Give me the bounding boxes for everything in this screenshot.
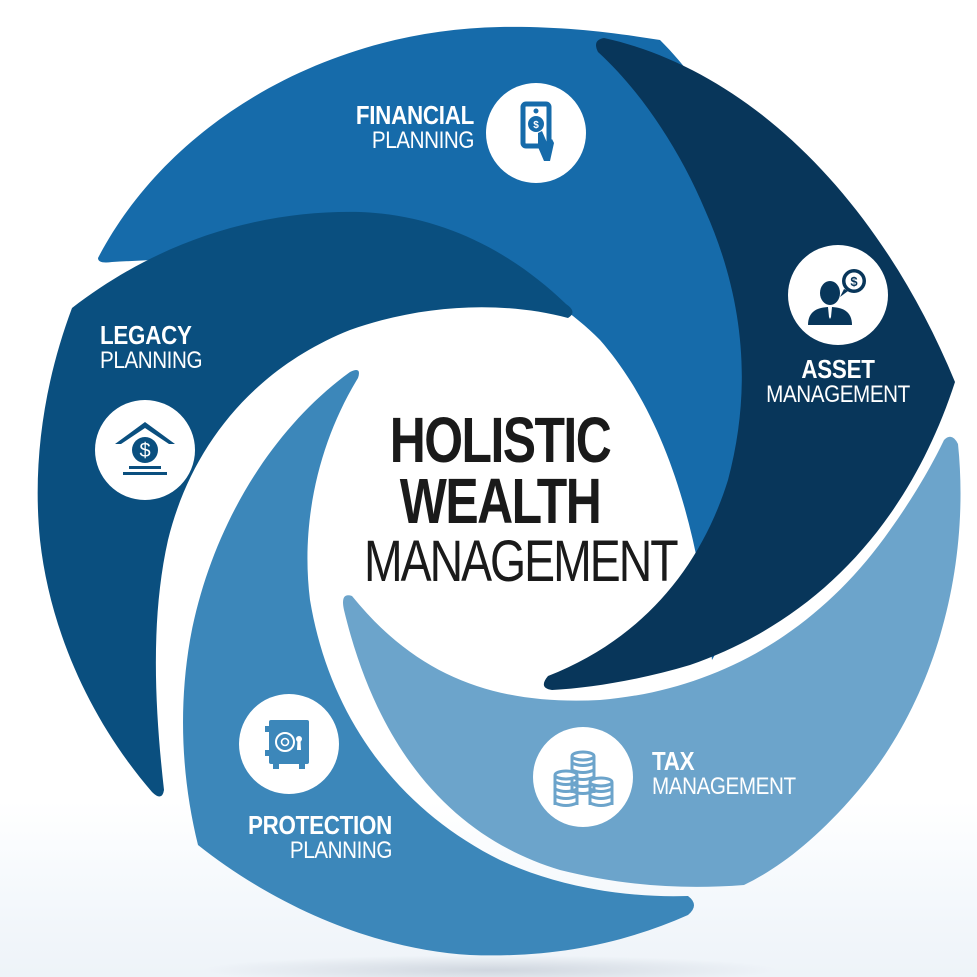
segment-tax-label: TAX MANAGEMENT — [652, 748, 832, 799]
financial-title: FINANCIAL — [355, 100, 474, 130]
tax-title: TAX — [652, 746, 695, 776]
center-title: HOLISTIC WEALTH MANAGEMENT — [330, 404, 679, 594]
protection-subtitle: PLANNING — [289, 837, 393, 864]
center-title-line3: MANAGEMENT — [364, 528, 679, 594]
protection-icon-badge — [239, 694, 339, 794]
house-dollar-icon: $ — [115, 422, 175, 475]
segment-legacy-label: LEGACY PLANNING — [100, 322, 250, 373]
segment-legacy — [37, 211, 573, 797]
legacy-title: LEGACY — [100, 320, 192, 350]
legacy-subtitle: PLANNING — [100, 347, 203, 374]
svg-text:$: $ — [533, 120, 539, 131]
center-title-line1: HOLISTIC — [389, 404, 612, 476]
ground-shadow — [200, 955, 780, 977]
svg-text:$: $ — [139, 440, 150, 462]
tax-icon-badge — [533, 727, 633, 827]
safe-vault-icon — [265, 720, 309, 769]
segment-asset — [543, 38, 955, 690]
segment-financial — [98, 26, 780, 660]
svg-text:$: $ — [850, 274, 858, 289]
advisor-dollar-speech-icon: $ — [808, 269, 866, 325]
financial-icon-badge: $ — [486, 83, 586, 183]
asset-title: ASSET — [801, 354, 875, 384]
segment-tax — [343, 436, 961, 887]
segment-protection-label: PROTECTION PLANNING — [216, 812, 392, 863]
coin-stacks-icon — [553, 750, 614, 807]
protection-title: PROTECTION — [247, 810, 392, 840]
financial-subtitle: PLANNING — [371, 127, 475, 154]
hand-holding-money-icon: $ — [520, 101, 554, 161]
tax-subtitle: MANAGEMENT — [652, 773, 796, 800]
center-title-line2: WEALTH — [399, 464, 602, 537]
segment-financial-label: FINANCIAL PLANNING — [296, 100, 475, 154]
asset-icon-badge: $ — [788, 245, 888, 345]
segment-protection — [183, 370, 694, 956]
legacy-icon-badge: $ — [95, 400, 195, 500]
segment-asset-label: ASSET MANAGEMENT — [740, 356, 936, 407]
asset-subtitle: MANAGEMENT — [766, 381, 910, 408]
